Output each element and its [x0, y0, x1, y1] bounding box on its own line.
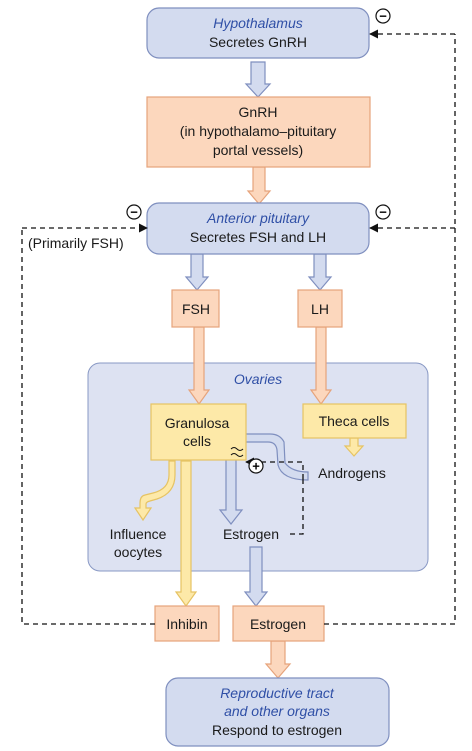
svg-text:−: − — [130, 205, 138, 220]
arrow-pituitary-to-fsh — [184, 253, 210, 291]
hypothalamus-box: Hypothalamus Secretes GnRH — [146, 7, 370, 59]
gnrh-label: GnRH — [239, 104, 278, 120]
fsh-box: FSH — [171, 289, 220, 328]
gnrh-detail-2: portal vessels) — [213, 142, 303, 158]
influence-label-1: Influence — [110, 526, 167, 542]
arrow-granulosa-to-oocytes — [133, 460, 176, 522]
hypothalamus-title: Hypothalamus — [213, 15, 303, 31]
lh-label: LH — [311, 301, 329, 317]
fsh-label: FSH — [182, 301, 210, 317]
wavy-mark — [230, 447, 244, 457]
theca-label: Theca cells — [319, 413, 390, 429]
svg-text:−: − — [379, 205, 387, 220]
arrow-estrogen-to-target — [264, 640, 292, 679]
estrogen-output-label: Estrogen — [250, 616, 306, 632]
estrogen-negative-feedback — [324, 29, 456, 625]
positive-symbol-estrogen: + — [248, 458, 264, 474]
arrow-pituitary-to-lh — [307, 253, 333, 291]
arrow-granulosa-to-inhibin — [174, 460, 198, 608]
target-title-2: and other organs — [224, 703, 330, 719]
negative-symbol-pituitary-right: − — [375, 204, 391, 220]
lh-box: LH — [297, 289, 343, 328]
arrow-theca-output — [343, 437, 365, 457]
theca-cells-box: Theca cells — [302, 403, 407, 439]
svg-text:+: + — [252, 459, 260, 474]
estrogen-positive-feedback — [245, 457, 304, 535]
granulosa-cells-box: Granulosa cells — [150, 403, 247, 461]
androgens-label: Androgens — [318, 465, 386, 481]
granulosa-label-2: cells — [183, 433, 211, 449]
ovaries-estrogen-label: Estrogen — [223, 526, 279, 542]
hypothalamus-text: Secretes GnRH — [209, 34, 307, 50]
arrow-hypothalamus-to-gnrh — [244, 61, 272, 98]
primarily-fsh-label: (Primarily FSH) — [28, 235, 124, 251]
pituitary-title: Anterior pituitary — [206, 210, 310, 226]
arrow-fsh-to-granulosa — [187, 326, 211, 406]
svg-text:−: − — [379, 9, 387, 24]
arrow-gnrh-to-pituitary — [246, 166, 272, 205]
estrogen-output-box: Estrogen — [232, 605, 325, 642]
target-organs-box: Reproductive tract and other organs Resp… — [165, 677, 390, 747]
influence-label-2: oocytes — [114, 544, 162, 560]
gnrh-box: GnRH (in hypothalamo–pituitary portal ve… — [146, 96, 371, 168]
inhibin-label: Inhibin — [166, 616, 207, 632]
arrow-estrogen-to-output — [243, 546, 269, 607]
inhibin-negative-feedback — [21, 223, 155, 625]
negative-symbol-hypothalamus: − — [375, 8, 391, 24]
pituitary-text: Secretes FSH and LH — [190, 229, 326, 245]
ovaries-title: Ovaries — [234, 371, 282, 387]
granulosa-label-1: Granulosa — [165, 415, 230, 431]
arrow-lh-to-theca — [309, 326, 333, 406]
gnrh-detail-1: (in hypothalamo–pituitary — [180, 123, 336, 139]
target-title-1: Reproductive tract — [220, 685, 335, 701]
inhibin-box: Inhibin — [154, 605, 220, 642]
negative-symbol-pituitary-left: − — [126, 204, 142, 220]
anterior-pituitary-box: Anterior pituitary Secretes FSH and LH — [146, 202, 370, 255]
target-text: Respond to estrogen — [212, 722, 342, 738]
